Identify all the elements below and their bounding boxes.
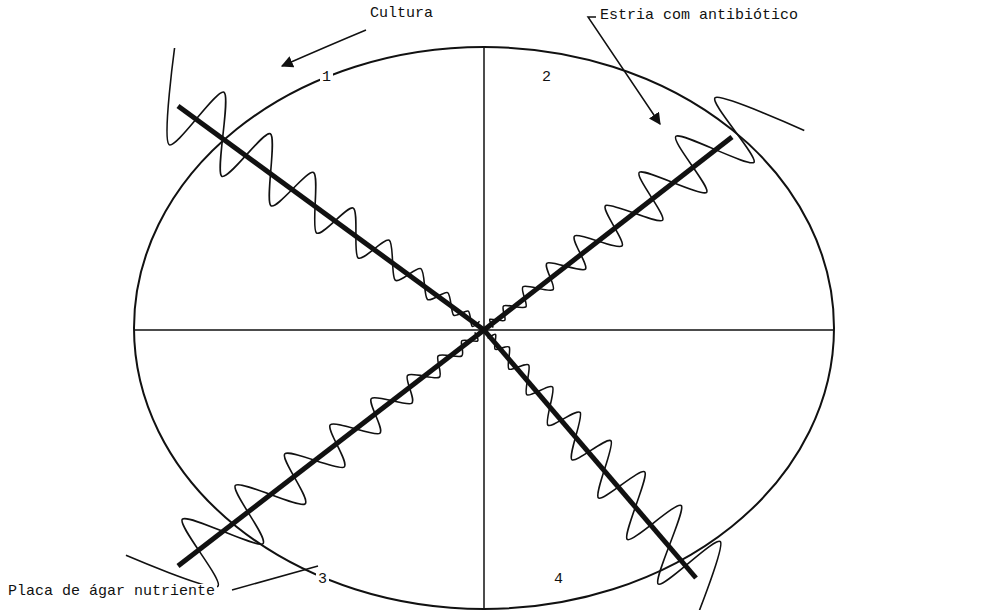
bacterial-culture [126,332,478,586]
leader-line [232,566,318,590]
antibiotic-streak [484,330,696,578]
quadrant-number: 1 [320,70,333,87]
antibiotic-streak [484,137,732,330]
leader-line [588,17,660,124]
plate-label: Placa de ágar nutriente [6,584,217,601]
leader-line [282,30,366,66]
bacterial-culture [167,48,480,326]
agar-plate-outline [134,47,834,609]
quadrant-number: 3 [316,572,329,589]
antibiotic-streak [178,106,484,330]
streak-label: Estria com antibiótico [598,8,800,25]
quadrant-number: 4 [552,572,565,589]
bacterial-culture [490,97,805,327]
antibiotic-streak [178,330,484,566]
quadrant-number: 2 [540,70,553,87]
culture-label: Cultura [368,6,435,23]
